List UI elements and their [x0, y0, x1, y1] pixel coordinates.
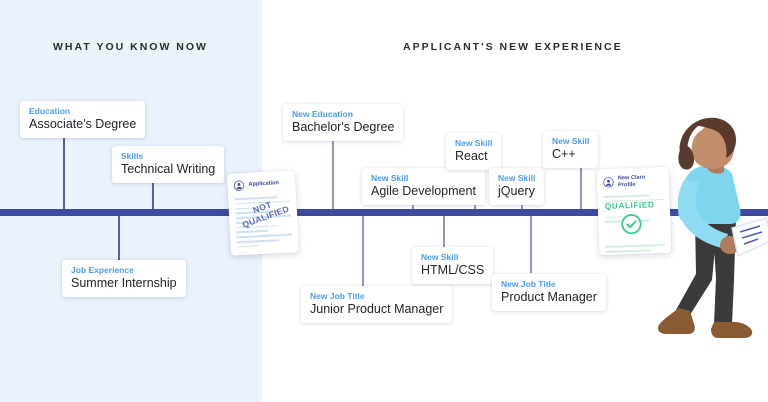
card-skill-agile[interactable]: New Skill Agile Development [362, 168, 485, 205]
card-skill-react[interactable]: New Skill React [446, 133, 502, 170]
user-avatar-icon [603, 177, 614, 188]
stem-skills [152, 180, 154, 210]
card-education-kicker: Education [29, 106, 71, 116]
card-job-experience-kicker: Job Experience [71, 265, 134, 275]
card-education-value: Associate's Degree [29, 117, 137, 131]
card-skill-jquery-kicker: New Skill [498, 173, 536, 183]
card-skill-htmlcss-kicker: New Skill [421, 252, 459, 262]
card-job-title-junior-pm-kicker: New Job Title [310, 291, 365, 301]
user-avatar-icon [233, 180, 245, 191]
card-skill-cpp-value: C++ [552, 147, 576, 161]
card-job-title-product-manager-kicker: New Job Title [501, 279, 556, 289]
stem-product-manager [530, 215, 532, 273]
stem-cpp [580, 168, 582, 210]
stem-job-experience [118, 215, 120, 267]
card-skills-kicker: Skills [121, 151, 144, 161]
person-arm-sleeve [678, 180, 728, 248]
document-new-claro-profile[interactable]: New Claro Profile QUALIFIED [596, 166, 672, 256]
panel-left-background [0, 0, 262, 402]
stem-htmlcss [443, 215, 445, 247]
card-skills-value: Technical Writing [121, 162, 216, 176]
person-hair [679, 117, 736, 158]
panel-right-title: APPLICANT'S NEW EXPERIENCE [403, 41, 623, 53]
document-application-header: Application [227, 170, 296, 194]
person-back-shoe [657, 308, 695, 334]
timeline-bar [0, 209, 768, 216]
card-education[interactable]: Education Associate's Degree [20, 101, 146, 138]
panel-left-title: WHAT YOU KNOW NOW [53, 41, 208, 53]
card-skill-cpp-kicker: New Skill [552, 136, 590, 146]
person-paper-lines [739, 225, 763, 245]
card-skills[interactable]: Skills Technical Writing [112, 146, 225, 183]
card-skill-htmlcss[interactable]: New Skill HTML/CSS [412, 247, 494, 284]
card-skill-htmlcss-value: HTML/CSS [421, 263, 485, 277]
card-new-education-kicker: New Education [292, 109, 353, 119]
stem-new-education [332, 133, 334, 210]
card-skill-react-kicker: New Skill [455, 138, 493, 148]
card-skill-agile-kicker: New Skill [371, 173, 409, 183]
stem-agile [412, 200, 414, 210]
card-skill-react-value: React [455, 149, 488, 163]
card-skill-jquery[interactable]: New Skill jQuery [489, 168, 545, 205]
stem-education [63, 128, 65, 210]
person-hair-bun [678, 144, 694, 170]
card-job-title-junior-pm[interactable]: New Job Title Junior Product Manager [301, 286, 453, 323]
person-held-paper [731, 217, 768, 258]
person-front-shoe [711, 322, 753, 338]
card-skill-agile-value: Agile Development [371, 184, 476, 198]
card-job-title-product-manager[interactable]: New Job Title Product Manager [492, 274, 606, 311]
card-skill-cpp[interactable]: New Skill C++ [543, 131, 599, 168]
document-application-title: Application [248, 180, 280, 188]
document-application[interactable]: Application NOT QUALIFIED [226, 170, 300, 256]
card-job-experience[interactable]: Job Experience Summer Internship [62, 260, 186, 297]
check-circle-icon [621, 214, 642, 235]
card-job-title-product-manager-value: Product Manager [501, 290, 597, 304]
walking-person-illustration [657, 117, 768, 338]
card-new-education-value: Bachelor's Degree [292, 120, 395, 134]
document-profile-header: New Claro Profile [597, 167, 670, 192]
card-skill-jquery-value: jQuery [498, 184, 535, 198]
card-new-education[interactable]: New Education Bachelor's Degree [283, 104, 404, 141]
card-job-title-junior-pm-value: Junior Product Manager [310, 302, 444, 316]
stem-junior-pm [362, 215, 364, 287]
card-job-experience-value: Summer Internship [71, 276, 177, 290]
